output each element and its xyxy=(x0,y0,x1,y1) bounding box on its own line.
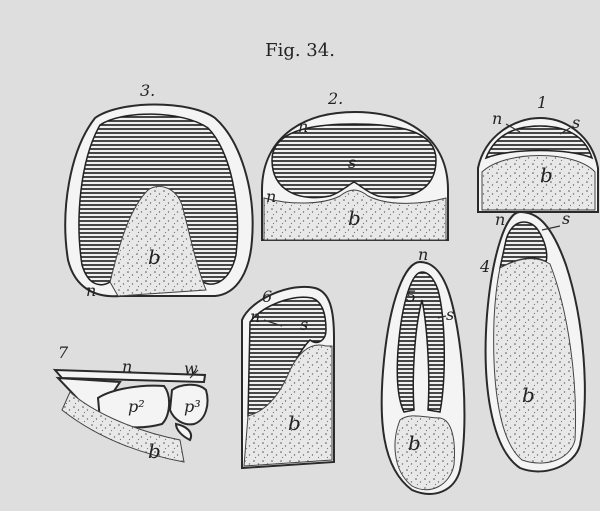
panel-2-label-n-top: n xyxy=(298,117,308,136)
panel-7-label-p3: p³ xyxy=(184,397,201,416)
panel-6-number: 6 xyxy=(262,287,272,306)
panel-1: 1 n s b xyxy=(478,93,598,212)
panel-7: 7 n w p² p³ b xyxy=(55,343,208,463)
panel-4: 4 n s b xyxy=(479,209,585,471)
panel-2-label-b: b xyxy=(348,206,361,230)
panel-2-label-n-side: n xyxy=(266,187,276,206)
panel-7-label-n: n xyxy=(122,357,132,376)
panel-1-label-b: b xyxy=(540,163,553,187)
panel-2-label-s: s xyxy=(348,153,356,172)
panel-6: 6 n s b xyxy=(242,287,334,468)
panel-1-number: 1 xyxy=(537,93,547,112)
panel-6-label-n: n xyxy=(250,307,260,326)
panel-3-number: 3. xyxy=(140,81,155,100)
panel-3-label-n: n xyxy=(86,281,96,300)
panel-4-number: 4 xyxy=(479,257,490,276)
panel-7-label-b: b xyxy=(148,439,161,463)
panel-1-label-s: s xyxy=(572,113,580,132)
panel-5-label-b: b xyxy=(408,431,421,455)
panel-3-label-b: b xyxy=(148,245,161,269)
panel-1-label-n: n xyxy=(492,109,502,128)
panel-6-label-b: b xyxy=(288,411,301,435)
panel-4-label-n: n xyxy=(495,210,505,229)
panel-2-number: 2. xyxy=(327,89,343,108)
panel-4-label-s: s xyxy=(562,209,570,228)
panel-7-label-w: w xyxy=(184,359,198,378)
panel-6-label-s: s xyxy=(300,315,308,334)
panel-2: 2. n s n b xyxy=(262,89,448,240)
panel-5-number: 5 xyxy=(406,287,416,306)
panel-7-label-p2: p² xyxy=(128,397,145,416)
panel-5-label-n: n xyxy=(418,245,428,264)
panel-7-number: 7 xyxy=(58,343,69,362)
panel-3: 3. n b xyxy=(65,81,252,300)
panel-4-label-b: b xyxy=(522,383,535,407)
panel-5-label-s: s xyxy=(446,305,454,324)
panel-5: 5 n s b xyxy=(382,245,465,494)
